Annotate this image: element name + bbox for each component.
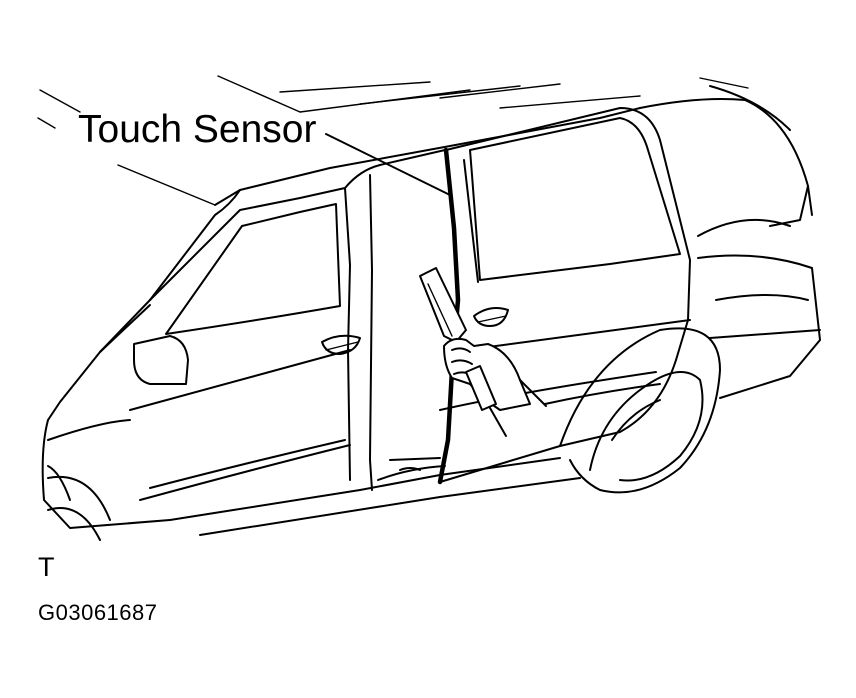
van-body (41, 85, 821, 536)
front-sliding-door (99, 187, 361, 501)
door-gap (344, 149, 446, 491)
touch-sensor-label: Touch Sensor (78, 108, 317, 151)
rear-sliding-door (439, 107, 691, 483)
figure-code: G03061687 (38, 600, 158, 625)
motion-lines (37, 75, 749, 206)
hand-with-tool (419, 267, 547, 437)
marker-letter: T (38, 552, 55, 582)
rear-wheel (559, 327, 721, 494)
callout-leader-line (325, 133, 453, 197)
front-wheel (47, 475, 111, 541)
